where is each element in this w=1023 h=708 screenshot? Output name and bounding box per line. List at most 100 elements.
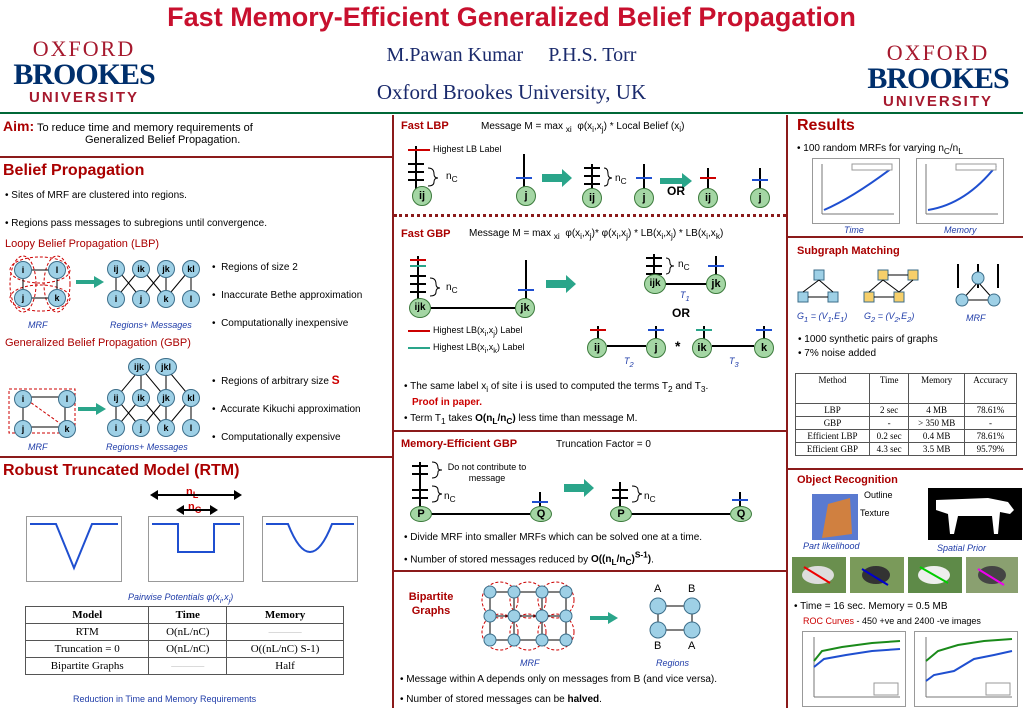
- roc-plot-left: [802, 631, 906, 707]
- cow-part-image: [812, 494, 858, 540]
- bp-title: Belief Propagation: [3, 162, 145, 179]
- aim-label: Aim:: [3, 118, 35, 134]
- fast-lbp-message: Message M = max xi φ(xi,xj) * Local Beli…: [481, 121, 685, 134]
- spatial-prior-image: [928, 488, 1022, 540]
- region-node: ik: [132, 260, 150, 278]
- region-node: kl: [182, 389, 200, 407]
- fast-gbp-legend-2: Highest LB(xi,xk) Label: [433, 342, 525, 355]
- mrf-node: l: [48, 261, 66, 279]
- arrow-icon: [78, 403, 106, 415]
- roc-plot-right: [914, 631, 1018, 707]
- region-node: ij: [107, 260, 125, 278]
- mrf-node: k: [58, 420, 76, 438]
- table-header: Model: [24, 606, 150, 624]
- region-node: l: [182, 419, 200, 437]
- bp-bullet-2: • Regions pass messages to subregions un…: [5, 218, 267, 229]
- t3-label: T3: [729, 356, 739, 369]
- region-node: jkl: [155, 358, 177, 376]
- graph-node: jk: [515, 298, 535, 318]
- subgraph-bullet-2: • 7% noise added: [798, 348, 877, 359]
- roc-caption: ROC Curves - 450 +ve and 2400 -ve images: [803, 616, 981, 626]
- time-plot: [812, 158, 900, 224]
- divider: [788, 236, 1023, 238]
- pairwise-caption: Pairwise Potentials φ(xi,xj): [128, 592, 234, 605]
- fast-lbp-legend: Highest LB Label: [433, 144, 502, 154]
- graph-node: k: [754, 338, 774, 358]
- region-label-a: A: [654, 583, 662, 595]
- table-header: Memory: [226, 606, 344, 624]
- table-header: Time: [868, 373, 910, 404]
- truncation-label: Truncation Factor = 0: [556, 439, 651, 450]
- region-node: i: [107, 419, 125, 437]
- time-label: Time: [844, 225, 864, 235]
- spatial-prior-label: Spatial Prior: [937, 543, 987, 553]
- bipartite-bullet-1: • Message within A depends only on messa…: [400, 674, 717, 685]
- region-node: jk: [157, 260, 175, 278]
- region-ellipse: [9, 284, 71, 312]
- header-rule: [0, 112, 1023, 114]
- gbp-mrf-label: MRF: [28, 442, 48, 452]
- nc-arrow: [176, 505, 218, 515]
- t2-label: T2: [624, 356, 634, 369]
- subgraph-mrf-label: MRF: [966, 313, 986, 323]
- region-ellipse: [9, 256, 71, 284]
- poster-title: Fast Memory-Efficient Generalized Belief…: [167, 2, 856, 32]
- nc-label: nC: [644, 491, 656, 504]
- fast-gbp-bullet-1: • The same label xi of site i is used to…: [404, 381, 709, 408]
- graph-node: j: [516, 186, 536, 206]
- graph-node: P: [410, 506, 432, 522]
- brookes-logo-left: OXFORD BROOKES UNIVERSITY: [4, 36, 164, 106]
- region-node: jk: [157, 389, 175, 407]
- mrf-node: j: [14, 289, 32, 307]
- bipartite-bullet-2: • Number of stored messages can be halve…: [400, 694, 602, 705]
- memory-gbp-diagram: [412, 461, 748, 515]
- bp-bullet-1: • Sites of MRF are clustered into region…: [5, 190, 187, 201]
- mrf-node: j: [14, 420, 32, 438]
- divider: [394, 570, 786, 572]
- nc-label: nC: [678, 259, 690, 272]
- gbp-regions-label: Regions+ Messages: [106, 442, 188, 452]
- fast-lbp-diagram: [408, 146, 768, 190]
- table-header: Accuracy: [963, 373, 1018, 404]
- authors: M.Pawan Kumar P.H.S. Torr: [386, 44, 637, 66]
- aim-text-1: To reduce time and memory requirements o…: [36, 122, 253, 134]
- fast-gbp-or: OR: [672, 306, 690, 320]
- lbp-regions-label: Regions+ Messages: [110, 320, 192, 330]
- memory-gbp-bullet-1: • Divide MRF into smaller MRFs which can…: [404, 532, 703, 543]
- nc-label: nC: [446, 282, 458, 295]
- divider: [0, 156, 392, 158]
- star-label: *: [675, 338, 681, 354]
- bipartite-regions-diagram: [649, 597, 701, 639]
- logo-oxford-text: OXFORD: [886, 40, 990, 65]
- potential-plot-truncated: [148, 516, 244, 582]
- part-likelihood-label: Part likelihood: [803, 541, 860, 551]
- bipartite-title: Bipartite Graphs: [408, 591, 454, 617]
- t1-label: T1: [680, 290, 690, 303]
- gbp-edges-top: [666, 283, 706, 285]
- mrf-node: i: [14, 390, 32, 408]
- logo-oxford-text: OXFORD: [32, 36, 136, 61]
- region-node: i: [107, 290, 125, 308]
- lbp-bullet-2: • Inaccurate Bethe approximation: [212, 290, 363, 301]
- graph-node: P: [610, 506, 632, 522]
- mrf-node: l: [58, 390, 76, 408]
- memory-gbp-title: Memory-Efficient GBP: [401, 438, 518, 450]
- divider: [394, 430, 786, 432]
- lbp-mrf-label: MRF: [28, 320, 48, 330]
- region-node: k: [157, 419, 175, 437]
- table-header: Method: [795, 373, 870, 404]
- nc-label: nC: [446, 171, 458, 184]
- divider: [394, 214, 786, 217]
- legend-red-line: [408, 330, 430, 332]
- results-title: Results: [797, 117, 855, 134]
- region-ellipse: [9, 255, 37, 313]
- fast-gbp-diagram: [410, 254, 772, 346]
- aim-text-2: Generalized Belief Propagation.: [85, 134, 241, 146]
- graph-node: ijk: [409, 298, 431, 318]
- table-row: Bipartite Graphs———Half: [24, 657, 344, 675]
- region-node: j: [132, 419, 150, 437]
